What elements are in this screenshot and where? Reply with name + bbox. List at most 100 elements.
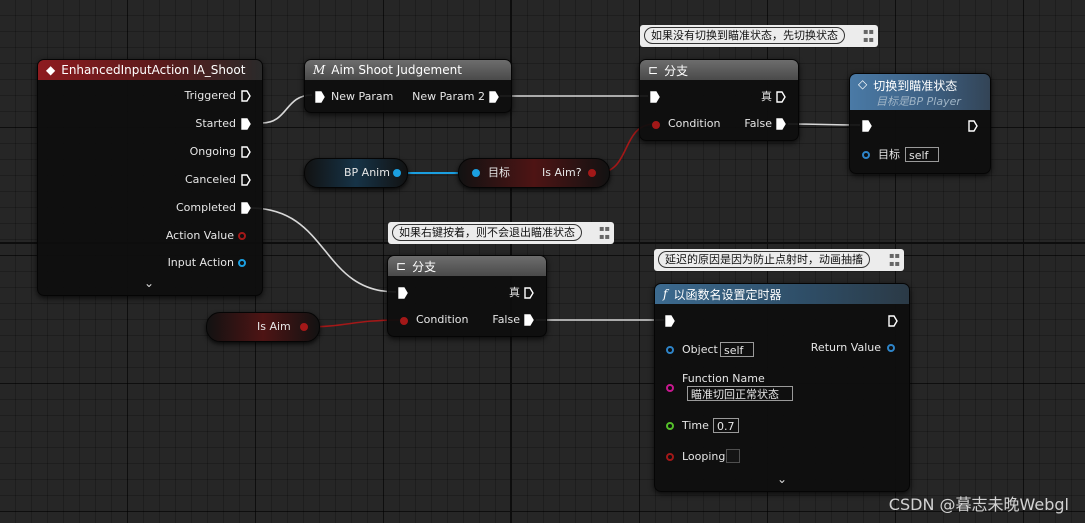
comment-grip-icon: ▪▪▪▪ bbox=[889, 251, 900, 268]
timer-function-name-field[interactable]: 瞄准切回正常状态 bbox=[687, 386, 793, 401]
comment-grip-icon: ▪▪▪▪ bbox=[599, 224, 610, 241]
function-icon: f bbox=[663, 287, 668, 301]
exec-pin-started[interactable] bbox=[241, 118, 251, 130]
object-pin-input-action[interactable] bbox=[238, 259, 246, 267]
bool-pin-action-value[interactable] bbox=[238, 232, 246, 240]
comment-middle-text: 如果右键按着，则不会退出瞄准状态 bbox=[392, 224, 582, 241]
output-triggered-label: Triggered bbox=[184, 89, 236, 102]
wire-completed-to-branch[interactable] bbox=[249, 207, 397, 293]
comment-right[interactable]: 延迟的原因是因为防止点射时，动画抽搐 ▪▪▪▪ bbox=[654, 249, 904, 271]
bool-pin-branch-bottom-condition[interactable] bbox=[400, 317, 408, 325]
expand-chevron-icon[interactable]: ⌄ bbox=[777, 472, 788, 486]
exec-pin-macro-in[interactable] bbox=[315, 91, 325, 103]
bp-anim-label: BP Anim bbox=[344, 166, 390, 179]
watermark: CSDN @暮志未晚Webgl bbox=[888, 495, 1069, 514]
comment-grip-icon: ▪▪▪▪ bbox=[863, 27, 874, 44]
switch-aim-header: ◇ 切换到瞄准状态 bbox=[850, 74, 990, 110]
branch-icon: ⊏ bbox=[648, 63, 659, 77]
output-action-value-label: Action Value bbox=[165, 229, 234, 242]
expand-chevron-icon[interactable]: ⌄ bbox=[144, 276, 155, 290]
aim-macro-header: M Aim Shoot Judgement bbox=[305, 60, 511, 80]
aim-shoot-macro-node[interactable]: M Aim Shoot Judgement New Param New Para… bbox=[304, 59, 512, 113]
set-timer-header: f 以函数名设置定时器 bbox=[655, 284, 909, 304]
aim-macro-title: Aim Shoot Judgement bbox=[331, 63, 462, 77]
branch-top-title: 分支 bbox=[664, 63, 689, 78]
comment-top[interactable]: 如果没有切换到瞄准状态，先切换状态 ▪▪▪▪ bbox=[640, 25, 878, 47]
name-pin-timer-function[interactable] bbox=[666, 384, 674, 392]
input-action-header: ◆ EnhancedInputAction IA_Shoot bbox=[38, 60, 262, 80]
branch-bottom-title: 分支 bbox=[412, 259, 437, 274]
is-aim-var-label: Is Aim bbox=[257, 320, 291, 333]
object-pin-bp-anim-out[interactable] bbox=[393, 169, 401, 177]
switch-aim-node[interactable]: ◇ 切换到瞄准状态 目标是BP Player 目标 self bbox=[849, 73, 991, 174]
exec-pin-timer-out[interactable] bbox=[888, 315, 898, 327]
branch-top-header: ⊏ 分支 bbox=[640, 60, 798, 80]
object-pin-is-aim-target[interactable] bbox=[472, 169, 480, 177]
object-pin-timer-object[interactable] bbox=[666, 346, 674, 354]
exec-pin-completed[interactable] bbox=[241, 202, 251, 214]
comment-right-text: 延迟的原因是因为防止点射时，动画抽搐 bbox=[658, 251, 870, 268]
exec-pin-branch-top-in[interactable] bbox=[650, 91, 660, 103]
branch-bottom-true-label: 真 bbox=[509, 286, 520, 299]
exec-pin-branch-bottom-true[interactable] bbox=[524, 287, 534, 299]
exec-pin-switch-in[interactable] bbox=[862, 120, 872, 132]
branch-top-condition-label: Condition bbox=[668, 117, 721, 130]
comment-middle[interactable]: 如果右键按着，则不会退出瞄准状态 ▪▪▪▪ bbox=[388, 222, 614, 244]
exec-pin-branch-bottom-false[interactable] bbox=[524, 314, 534, 326]
timer-looping-checkbox[interactable] bbox=[726, 449, 740, 463]
output-started-label: Started bbox=[195, 117, 236, 130]
timer-time-label: Time bbox=[682, 419, 709, 432]
is-aim-target-label: 目标 bbox=[488, 166, 510, 179]
branch-bottom-false-label: False bbox=[492, 313, 520, 326]
function-diamond-icon: ◇ bbox=[858, 77, 868, 91]
exec-pin-switch-out[interactable] bbox=[968, 120, 978, 132]
object-pin-switch-target[interactable] bbox=[862, 151, 870, 159]
bool-pin-is-aim-var-out[interactable] bbox=[300, 323, 308, 331]
exec-pin-branch-top-true[interactable] bbox=[776, 91, 786, 103]
branch-icon: ⊏ bbox=[396, 259, 407, 273]
bp-anim-variable-node[interactable]: BP Anim bbox=[304, 158, 408, 188]
bool-pin-is-aim-out[interactable] bbox=[588, 169, 596, 177]
branch-bottom-node[interactable]: ⊏ 分支 真 Condition False bbox=[387, 255, 547, 337]
branch-bottom-header: ⊏ 分支 bbox=[388, 256, 546, 276]
exec-pin-branch-top-false[interactable] bbox=[776, 118, 786, 130]
set-timer-node[interactable]: f 以函数名设置定时器 Object self Return Value Fun… bbox=[654, 283, 910, 492]
is-aim-variable-node[interactable]: Is Aim bbox=[206, 312, 320, 342]
switch-target-field[interactable]: self bbox=[905, 147, 939, 162]
switch-aim-subtitle: 目标是BP Player bbox=[876, 95, 961, 108]
exec-pin-triggered[interactable] bbox=[241, 90, 251, 102]
timer-looping-label: Looping bbox=[682, 450, 726, 463]
switch-target-label: 目标 bbox=[878, 148, 900, 161]
timer-function-name-label: Function Name bbox=[682, 372, 765, 385]
event-diamond-icon: ◆ bbox=[46, 63, 56, 77]
comment-top-text: 如果没有切换到瞄准状态，先切换状态 bbox=[644, 27, 845, 44]
macro-output-label: New Param 2 bbox=[412, 90, 485, 103]
exec-pin-branch-bottom-in[interactable] bbox=[398, 287, 408, 299]
input-action-node[interactable]: ◆ EnhancedInputAction IA_Shoot Triggered… bbox=[37, 59, 263, 296]
exec-pin-timer-in[interactable] bbox=[665, 315, 675, 327]
is-aim-output-label: Is Aim? bbox=[542, 166, 582, 179]
exec-pin-macro-out[interactable] bbox=[489, 91, 499, 103]
branch-top-false-label: False bbox=[744, 117, 772, 130]
timer-time-field[interactable]: 0.7 bbox=[713, 418, 739, 433]
output-completed-label: Completed bbox=[176, 201, 236, 214]
macro-icon: M bbox=[313, 63, 326, 77]
bool-pin-timer-looping[interactable] bbox=[666, 453, 674, 461]
output-ongoing-label: Ongoing bbox=[189, 145, 236, 158]
branch-top-true-label: 真 bbox=[761, 90, 772, 103]
set-timer-title: 以函数名设置定时器 bbox=[673, 287, 782, 302]
timer-object-field[interactable]: self bbox=[720, 342, 754, 357]
exec-pin-canceled[interactable] bbox=[241, 174, 251, 186]
timer-return-label: Return Value bbox=[810, 341, 881, 354]
branch-bottom-condition-label: Condition bbox=[416, 313, 469, 326]
switch-aim-title: 切换到瞄准状态 bbox=[873, 79, 958, 93]
struct-pin-timer-return[interactable] bbox=[887, 344, 895, 352]
output-input-action-label: Input Action bbox=[167, 256, 234, 269]
macro-input-label: New Param bbox=[331, 90, 394, 103]
float-pin-timer-time[interactable] bbox=[666, 422, 674, 430]
branch-top-node[interactable]: ⊏ 分支 真 Condition False bbox=[639, 59, 799, 141]
timer-object-label: Object bbox=[682, 343, 718, 356]
exec-pin-ongoing[interactable] bbox=[241, 146, 251, 158]
is-aim-function-node[interactable]: 目标 Is Aim? bbox=[458, 158, 610, 188]
bool-pin-branch-top-condition[interactable] bbox=[652, 121, 660, 129]
